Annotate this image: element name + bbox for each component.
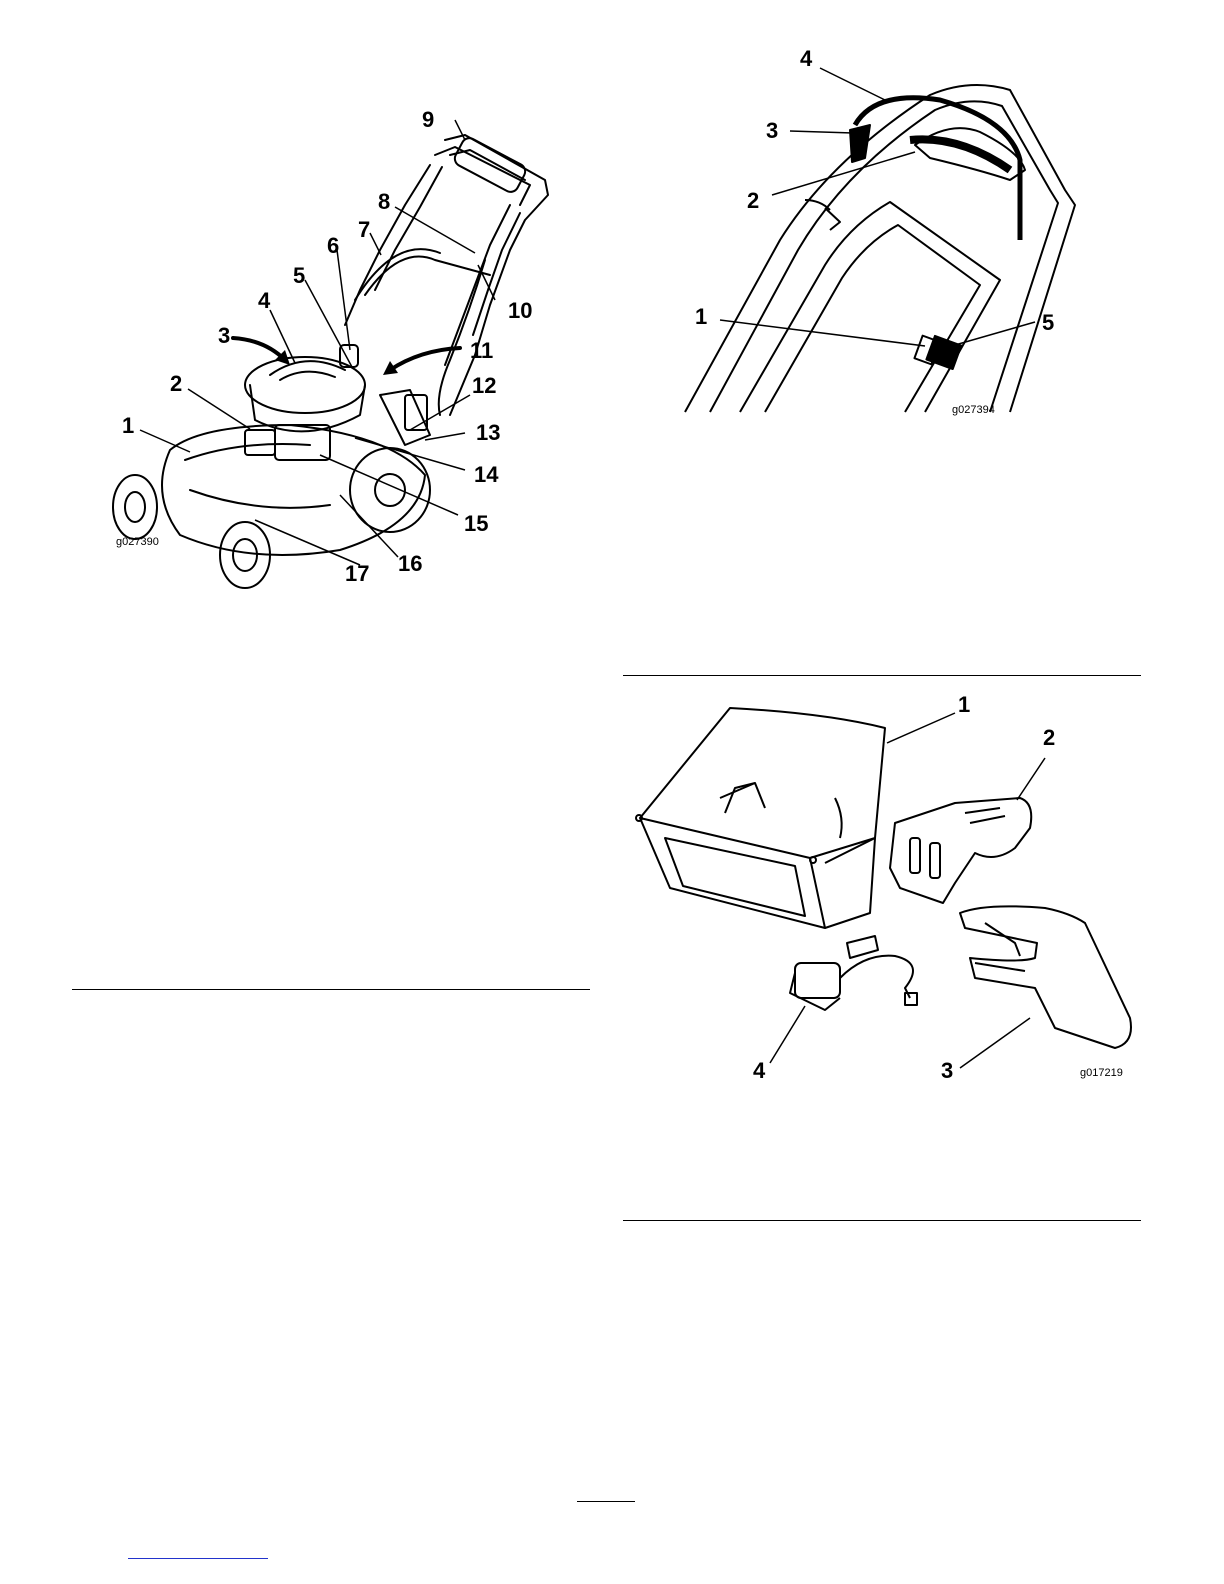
callout-5: 5 <box>293 263 305 288</box>
callout-1: 1 <box>958 692 970 717</box>
callout-1: 1 <box>695 304 707 329</box>
callout-11: 11 <box>470 338 493 363</box>
callout-2: 2 <box>747 188 759 213</box>
handle-controls-figure: 4 3 2 1 5 g027394 <box>680 40 1100 420</box>
footer-link-rule[interactable] <box>128 1558 268 1559</box>
leader-lines <box>720 68 1035 346</box>
figure-rule-top <box>623 675 1141 676</box>
callout-4: 4 <box>800 46 813 71</box>
callout-1: 1 <box>122 413 134 438</box>
callout-17: 17 <box>345 561 369 586</box>
callout-12: 12 <box>472 373 496 398</box>
parts-illustration <box>636 708 1131 1048</box>
figure-code: g027394 <box>952 404 995 416</box>
page-number-rule <box>577 1501 635 1502</box>
callout-3: 3 <box>941 1058 953 1083</box>
figure-rule-bottom <box>623 1220 1141 1221</box>
callout-2: 2 <box>170 371 182 396</box>
callout-4: 4 <box>753 1058 766 1083</box>
mower-overview-figure: 1 2 3 4 5 6 7 8 9 10 11 12 13 14 15 16 1… <box>90 95 570 595</box>
figure-code: g017219 <box>1080 1067 1123 1079</box>
callout-4: 4 <box>258 288 271 313</box>
callout-5: 5 <box>1042 310 1054 335</box>
callout-15: 15 <box>464 511 488 536</box>
callout-3: 3 <box>218 323 230 348</box>
callout-3: 3 <box>766 118 778 143</box>
column-rule-left <box>72 989 590 990</box>
callout-6: 6 <box>327 233 339 258</box>
loose-parts-figure: 1 2 3 4 g017219 <box>625 688 1140 1088</box>
callout-8: 8 <box>378 189 390 214</box>
leader-lines <box>140 120 495 565</box>
callout-14: 14 <box>474 462 499 487</box>
callout-13: 13 <box>476 420 500 445</box>
callout-16: 16 <box>398 551 422 576</box>
handle-illustration <box>685 85 1075 412</box>
figure-code: g027390 <box>116 536 159 548</box>
callout-7: 7 <box>358 217 370 242</box>
callout-9: 9 <box>422 107 434 132</box>
callout-10: 10 <box>508 298 532 323</box>
callout-2: 2 <box>1043 725 1055 750</box>
